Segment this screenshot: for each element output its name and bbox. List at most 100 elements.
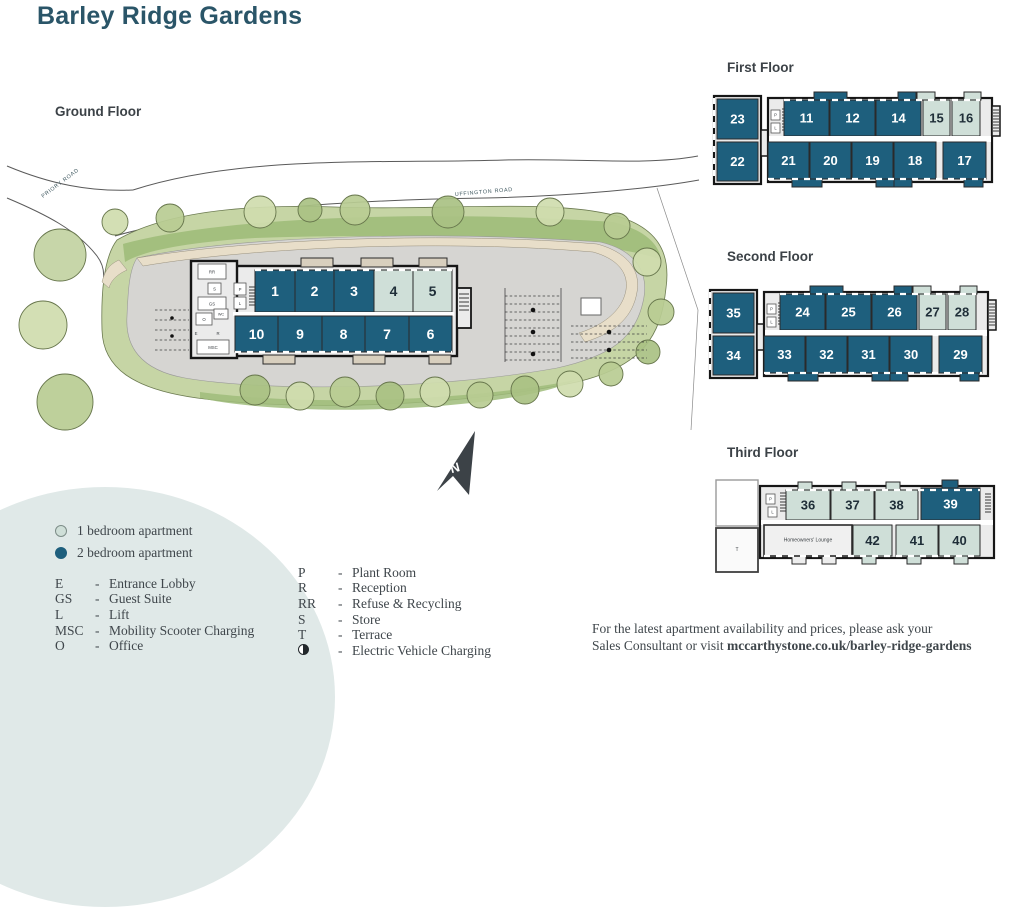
- ground-apartments: 1 2 3 4 5 10 9 8 7 6: [233, 268, 454, 354]
- key-refuse: RR-Refuse & Recycling: [298, 595, 462, 611]
- apartment-4-number: 4: [390, 283, 398, 299]
- ground-floor-building: RR S GS O WC E R MSC P L 1 2: [189, 257, 472, 365]
- apartment-16-number: 16: [959, 111, 973, 126]
- apartment-34: [712, 335, 755, 376]
- apartment-11-number: 11: [800, 111, 814, 126]
- apartment-2: [294, 269, 335, 313]
- apartment-22-number: 22: [730, 154, 744, 169]
- uffington-road-label: UFFINGTON ROAD: [455, 187, 514, 198]
- lift-label: L: [770, 320, 773, 325]
- apartment-28: [947, 293, 977, 331]
- trees: [18, 194, 675, 431]
- apartment-7-number: 7: [383, 326, 391, 342]
- key-office: O-Office: [55, 638, 144, 654]
- apartment-5-number: 5: [429, 283, 437, 299]
- first-floor-heading: First Floor: [727, 60, 794, 75]
- apartment-21-number: 21: [781, 153, 795, 168]
- plant-room-label: P: [774, 113, 777, 118]
- apartment-22: [716, 141, 759, 182]
- legend-one-bed: 1 bedroom apartment: [55, 520, 192, 542]
- legend-two-bed: 2 bedroom apartment: [55, 542, 192, 564]
- apartment-24-number: 24: [795, 305, 810, 320]
- store-label: S: [213, 287, 216, 292]
- ev-charging-marker: [170, 334, 174, 338]
- apartment-19-number: 19: [865, 153, 879, 168]
- apartment-10-number: 10: [249, 326, 265, 342]
- apartment-40-number: 40: [952, 533, 966, 548]
- lift-label: L: [239, 301, 242, 306]
- terrace: [715, 527, 759, 573]
- key-column-1: E-Entrance Lobby GS-Guest Suite L-Lift M…: [55, 576, 254, 654]
- apartment-39-number: 39: [943, 497, 957, 512]
- apartment-23: [716, 98, 759, 140]
- apartment-29-number: 29: [953, 347, 967, 362]
- lift-label: L: [774, 126, 777, 131]
- wc-label: WC: [218, 313, 225, 317]
- apartment-20: [809, 141, 852, 180]
- key-plant-room: P-Plant Room: [298, 564, 417, 580]
- apartment-33: [763, 335, 806, 374]
- apartment-37-number: 37: [845, 498, 859, 513]
- apartment-11: [783, 99, 830, 137]
- key-guest-suite: GS-Guest Suite: [55, 591, 172, 607]
- key-column-2: P-Plant Room R-Reception RR-Refuse & Rec…: [298, 565, 491, 659]
- north-arrow: N: [437, 431, 475, 495]
- second-floor-plan: P L 35 34 24 25 26 27 28 33 32 31 30 29: [708, 285, 997, 382]
- apartment-25-number: 25: [841, 305, 855, 320]
- apartment-30: [889, 335, 933, 374]
- footer-line2-prefix: Sales Consultant or visit: [592, 637, 727, 653]
- footer-note: For the latest apartment availability an…: [592, 621, 1012, 654]
- terrace-label: T: [735, 547, 738, 553]
- apartment-36-number: 36: [801, 498, 815, 513]
- key-ev-charging: -Electric Vehicle Charging: [298, 643, 491, 659]
- apartment-28-number: 28: [955, 305, 969, 320]
- apartment-37: [830, 489, 875, 521]
- plant-room-label: P: [769, 497, 772, 502]
- footer-url: mccarthystone.co.uk/barley-ridge-gardens: [727, 637, 972, 653]
- entrance-label: E: [195, 331, 198, 336]
- refuse-room-label: RR: [209, 270, 215, 275]
- apartment-26-number: 26: [887, 305, 901, 320]
- apartment-41: [895, 524, 939, 557]
- third-floor-heading: Third Floor: [727, 445, 799, 460]
- apartment-23-number: 23: [730, 112, 744, 127]
- apartment-15: [922, 99, 951, 137]
- two-bed-label: 2 bedroom apartment: [77, 545, 193, 560]
- roof-area: [715, 479, 759, 527]
- apartment-33-number: 33: [777, 347, 791, 362]
- substation: [580, 297, 602, 316]
- apartment-36: [785, 489, 831, 521]
- apartment-42: [852, 524, 893, 557]
- ev-charging-marker: [606, 347, 612, 353]
- apartment-34-number: 34: [726, 348, 741, 363]
- ev-charging-marker: [530, 307, 536, 313]
- apartment-21: [767, 141, 810, 180]
- north-arrow-letter: N: [448, 459, 461, 476]
- apartment-16: [951, 99, 981, 137]
- one-bed-dot-icon: [55, 525, 67, 537]
- plant-room-label: P: [770, 307, 773, 312]
- first-floor-plan: P L 23 22 11 12 14 15 16 21 20 19 18 17: [712, 91, 1001, 188]
- apartment-38-number: 38: [889, 498, 903, 513]
- apartment-40: [938, 524, 981, 557]
- apartment-2-number: 2: [311, 283, 319, 299]
- page-title: Barley Ridge Gardens: [37, 2, 303, 30]
- homeowners-lounge-label: Homeowners' Lounge: [784, 538, 833, 544]
- one-bed-label: 1 bedroom apartment: [77, 523, 193, 538]
- apartment-8: [321, 315, 366, 353]
- apartment-32: [805, 335, 848, 374]
- key-terrace: T-Terrace: [298, 627, 393, 643]
- ev-charging-marker: [606, 329, 612, 335]
- parking-bays: [155, 288, 647, 362]
- apartment-35: [712, 292, 755, 334]
- apartment-18-number: 18: [908, 153, 922, 168]
- apartment-39: [920, 487, 981, 521]
- legend: 1 bedroom apartment 2 bedroom apartment: [55, 520, 192, 564]
- apartment-3-number: 3: [350, 283, 358, 299]
- msc-label: MSC: [208, 345, 218, 350]
- apartment-6-number: 6: [427, 326, 435, 342]
- apartment-29: [938, 335, 983, 374]
- apartment-8-number: 8: [340, 326, 348, 342]
- apartment-1-number: 1: [271, 283, 279, 299]
- footer-line1: For the latest apartment availability an…: [592, 621, 933, 636]
